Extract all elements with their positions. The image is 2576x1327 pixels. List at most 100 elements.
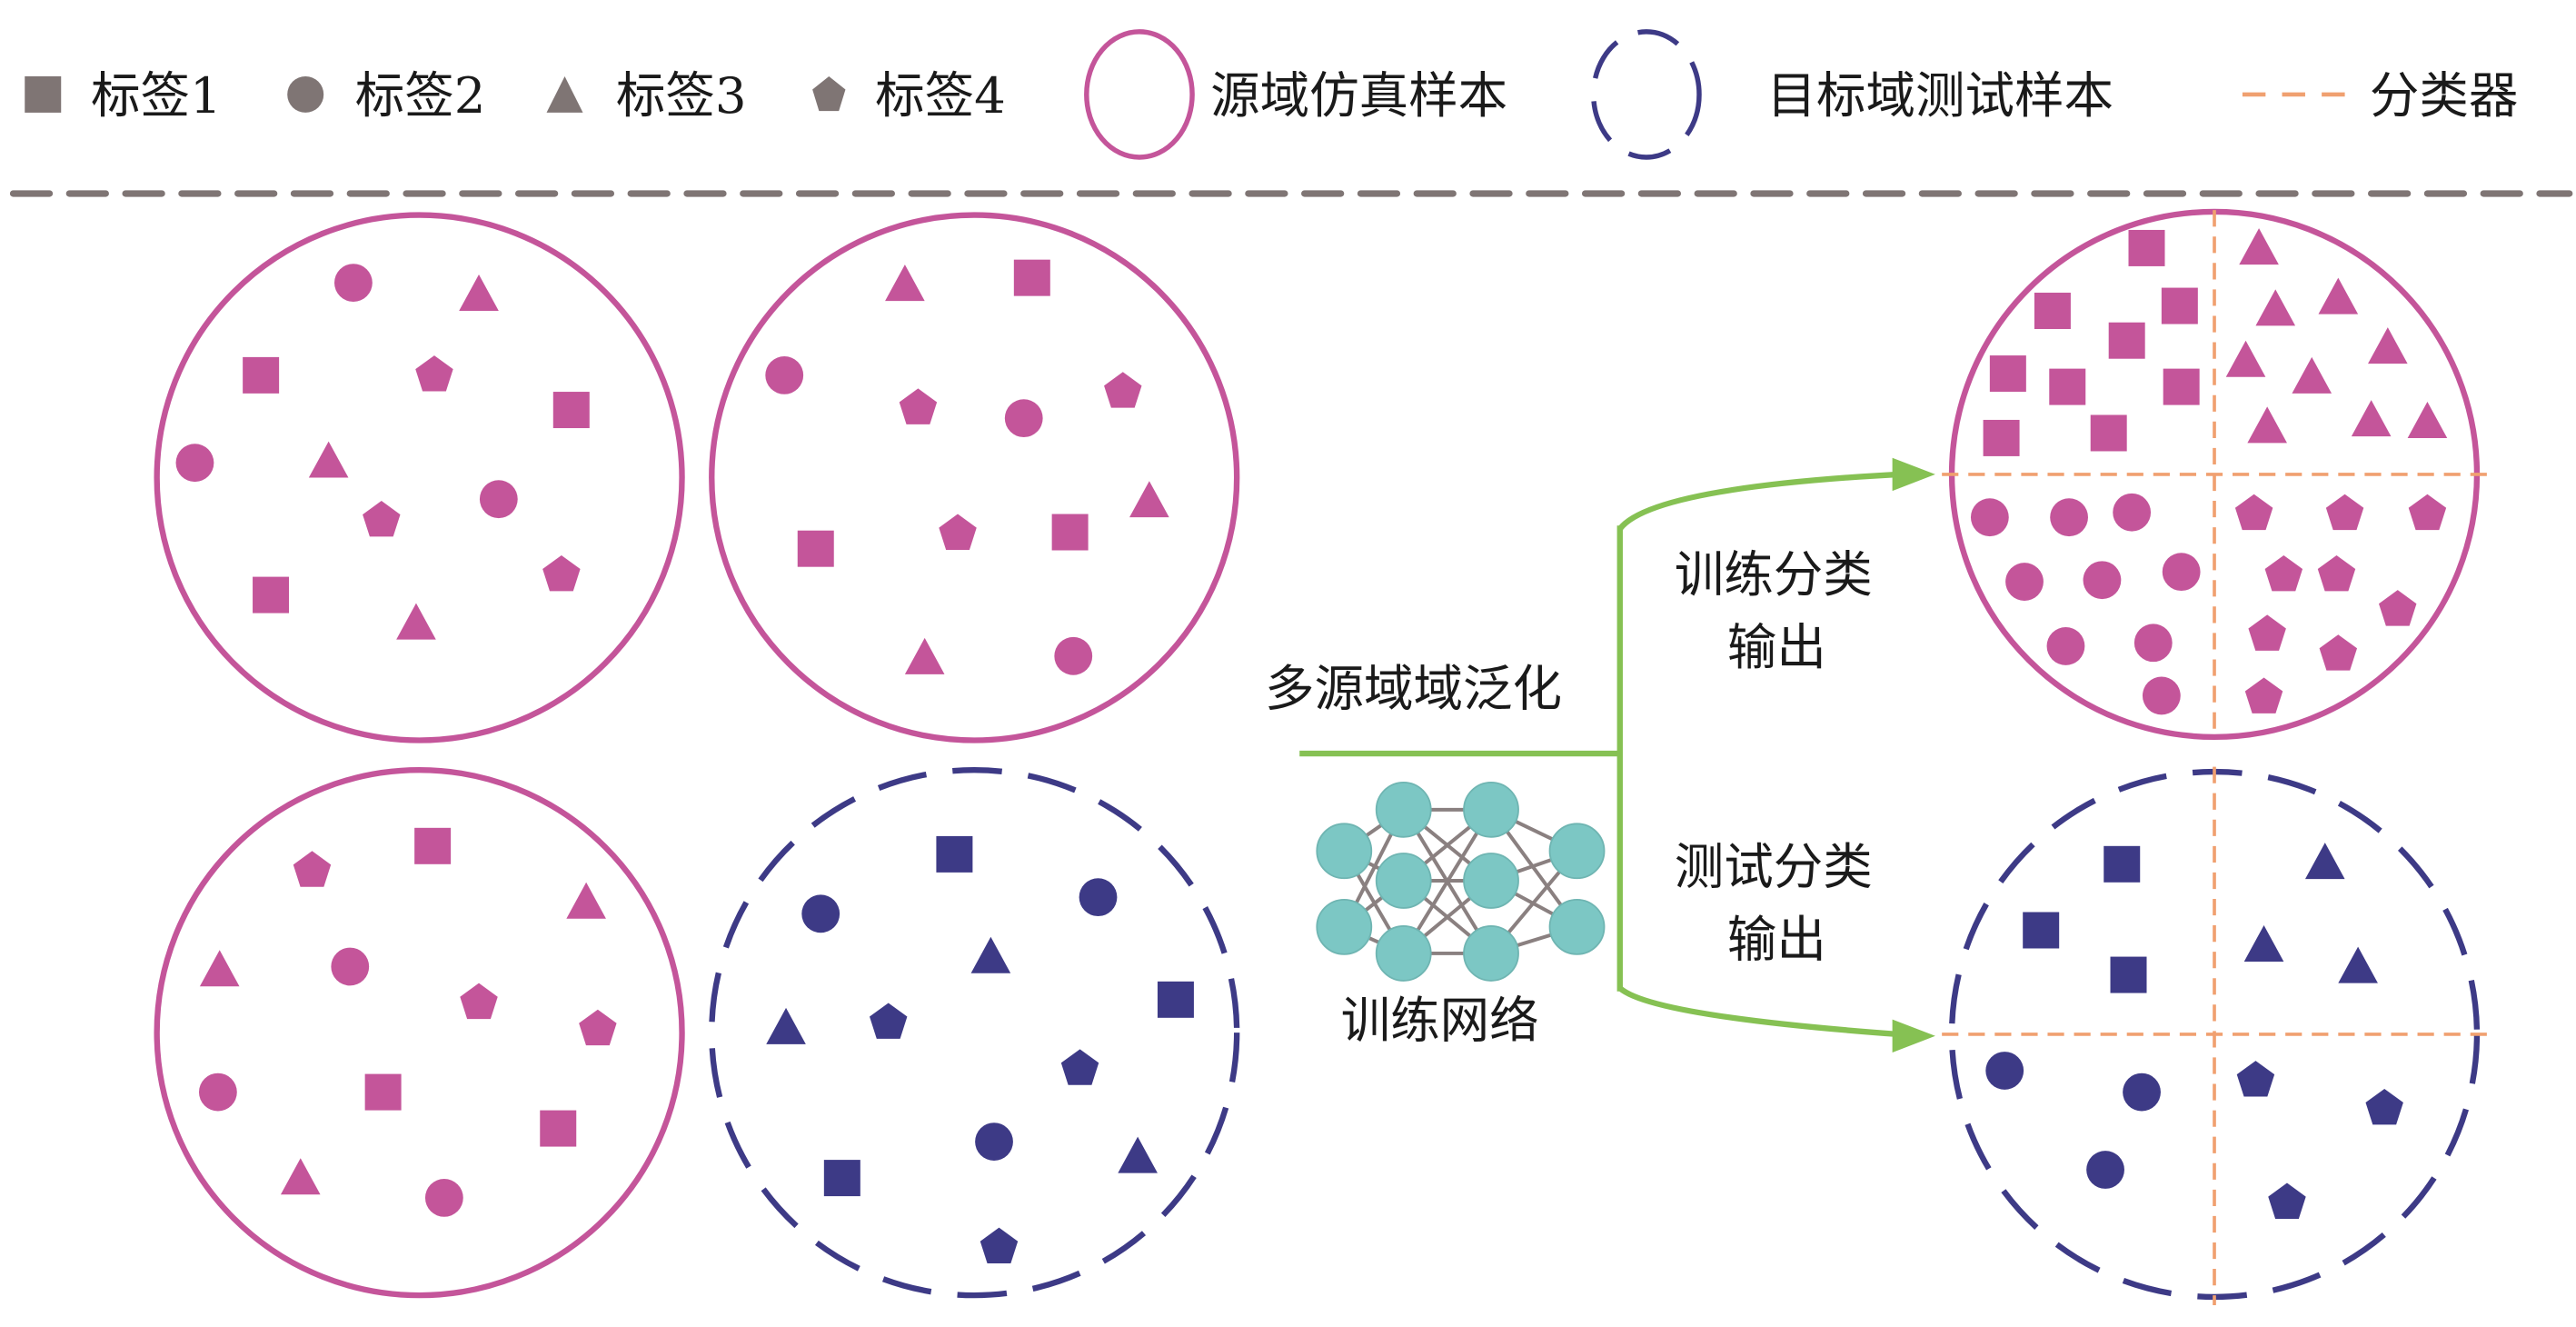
square-sample-icon	[243, 356, 280, 394]
pentagon-sample-icon	[2264, 554, 2303, 592]
circle-sample-icon	[334, 264, 373, 303]
source-domain-circle-3	[154, 767, 685, 1299]
legend-classifier: 分类器	[2370, 66, 2519, 125]
pentagon-sample-icon	[2379, 590, 2417, 626]
circle-sample-icon	[2046, 627, 2085, 665]
square-sample-icon	[2049, 368, 2086, 405]
legend-label-1: 标签1	[91, 66, 222, 125]
square-sample-icon	[1983, 419, 2020, 456]
triangle-sample-icon	[2318, 277, 2359, 314]
circle-sample-icon	[1054, 636, 1093, 675]
legend-target-domain: 目标域测试样本	[1767, 66, 2114, 125]
train-output-label-line1: 训练分类	[1675, 545, 1873, 604]
square-sample-icon	[540, 1110, 577, 1147]
triangle-sample-icon	[2255, 289, 2296, 326]
square-sample-icon	[1013, 259, 1050, 296]
test-output-arrow	[1617, 985, 1900, 1038]
test-output-label-line1: 测试分类	[1675, 838, 1873, 896]
triangle-sample-icon	[2239, 228, 2279, 265]
square-sample-icon	[2128, 229, 2165, 266]
triangle-sample-icon	[885, 264, 925, 302]
legend-target-circle-icon	[1590, 29, 1702, 160]
triangle-sample-icon	[2225, 340, 2266, 377]
square-sample-icon	[2104, 845, 2141, 883]
pentagon-sample-icon	[2325, 494, 2364, 531]
train-output-arrow	[1617, 471, 1900, 531]
pentagon-sample-icon	[460, 983, 498, 1020]
pentagon-sample-icon	[542, 554, 581, 592]
circle-sample-icon	[975, 1122, 1013, 1162]
source-domain-circle-1	[154, 212, 685, 743]
triangle-sample-icon	[1129, 481, 1169, 518]
triangle-sample-icon	[396, 603, 436, 640]
circle-sample-icon	[801, 894, 840, 933]
legend-square-icon	[25, 75, 62, 113]
pentagon-sample-icon	[939, 514, 977, 550]
neural-network-icon	[1316, 781, 1606, 982]
pentagon-sample-icon	[2248, 614, 2286, 651]
network-node	[1316, 898, 1373, 955]
legend-label-3: 标签3	[616, 66, 747, 125]
triangle-sample-icon	[1118, 1136, 1158, 1173]
triangle-sample-icon	[2368, 327, 2408, 364]
circle-sample-icon	[198, 1073, 237, 1112]
square-sample-icon	[1989, 355, 2026, 393]
network-node	[1316, 823, 1373, 880]
circle-sample-icon	[1985, 1052, 2024, 1090]
pentagon-sample-icon	[2234, 494, 2273, 531]
triangle-sample-icon	[308, 441, 349, 478]
circle-sample-icon	[1004, 399, 1043, 438]
pentagon-sample-icon	[2408, 494, 2447, 531]
triangle-sample-icon	[2304, 843, 2345, 880]
circle-sample-icon	[1970, 498, 2009, 537]
pentagon-sample-icon	[2236, 1061, 2275, 1097]
triangle-sample-icon	[2351, 400, 2392, 437]
network-node	[1548, 898, 1606, 955]
network-node	[1463, 925, 1519, 982]
triangle-sample-icon	[280, 1158, 321, 1195]
triangle-sample-icon	[2407, 401, 2448, 438]
pentagon-sample-icon	[293, 851, 332, 887]
legend-label-2: 标签2	[355, 66, 486, 125]
square-sample-icon	[2110, 956, 2147, 993]
square-sample-icon	[1051, 514, 1089, 551]
circle-sample-icon	[2113, 493, 2152, 532]
square-sample-icon	[2108, 322, 2145, 359]
circle-sample-icon	[2162, 553, 2201, 592]
circle-sample-icon	[2083, 561, 2122, 600]
square-sample-icon	[936, 835, 973, 873]
circle-sample-icon	[1079, 878, 1118, 917]
network-node	[1375, 853, 1432, 909]
square-sample-icon	[364, 1073, 402, 1111]
legend-pentagon-icon	[812, 75, 846, 112]
pentagon-sample-icon	[2244, 677, 2283, 713]
legend-label-4: 标签4	[875, 66, 1006, 125]
network-node	[1548, 823, 1606, 880]
test-arrowhead-icon	[1892, 1019, 1935, 1053]
legend-source-domain: 源域仿真样本	[1210, 66, 1507, 125]
pentagon-sample-icon	[363, 500, 401, 537]
pentagon-sample-icon	[2268, 1182, 2306, 1219]
circle-sample-icon	[2086, 1151, 2124, 1189]
train-arrowhead-icon	[1892, 457, 1935, 492]
network-node	[1375, 925, 1432, 982]
triangle-sample-icon	[199, 950, 240, 987]
network-label: 训练网络	[1341, 992, 1539, 1050]
square-sample-icon	[823, 1160, 860, 1197]
triangle-sample-icon	[766, 1007, 806, 1044]
square-sample-icon	[414, 827, 452, 864]
pentagon-sample-icon	[2317, 554, 2356, 592]
pentagon-sample-icon	[415, 355, 453, 392]
triangle-sample-icon	[970, 936, 1011, 973]
pentagon-sample-icon	[2365, 1088, 2403, 1125]
circle-sample-icon	[2133, 624, 2173, 663]
pentagon-sample-icon	[1104, 372, 1142, 408]
pentagon-sample-icon	[869, 1003, 908, 1039]
square-sample-icon	[2090, 414, 2127, 452]
square-sample-icon	[1157, 981, 1194, 1018]
square-sample-icon	[2023, 912, 2060, 949]
square-sample-icon	[552, 392, 590, 429]
circle-sample-icon	[479, 480, 518, 519]
square-sample-icon	[797, 530, 834, 567]
